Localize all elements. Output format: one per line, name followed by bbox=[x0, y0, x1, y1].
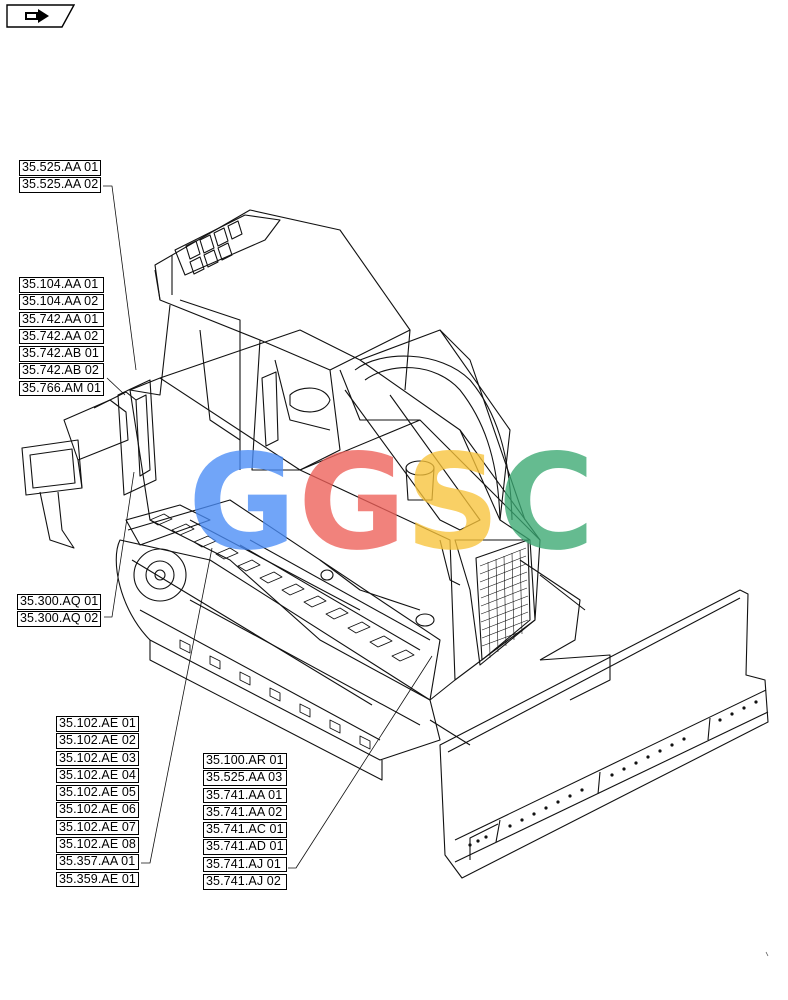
callout-label[interactable]: 35.102.AE 04 bbox=[56, 767, 139, 784]
callout-label[interactable]: 35.102.AE 05 bbox=[56, 785, 139, 801]
callout-label[interactable]: 35.741.AD 01 bbox=[203, 839, 287, 855]
callout-label[interactable]: 35.741.AJ 01 bbox=[203, 856, 287, 873]
arrow-right-icon bbox=[25, 9, 49, 23]
callout-label[interactable]: 35.357.AA 01 bbox=[56, 854, 139, 870]
callout-label[interactable]: 35.104.AA 01 bbox=[19, 277, 105, 293]
callout-label[interactable]: 35.100.AR 01 bbox=[203, 753, 287, 769]
corner-mark bbox=[765, 951, 769, 957]
track-assembly bbox=[115, 499, 586, 781]
callout-label[interactable]: 35.102.AE 01 bbox=[56, 716, 139, 732]
rops-frame bbox=[344, 355, 513, 586]
callout-label[interactable]: 35.525.AA 01 bbox=[19, 160, 102, 176]
callout-label[interactable]: 35.300.AQ 01 bbox=[17, 594, 102, 610]
ripper-assembly bbox=[21, 391, 137, 549]
callout-label[interactable]: 35.742.AA 02 bbox=[19, 328, 105, 345]
callout-label[interactable]: 35.742.AA 01 bbox=[19, 311, 105, 328]
callout-leader-lines bbox=[103, 185, 433, 869]
callout-label[interactable]: 35.102.AE 03 bbox=[56, 750, 139, 767]
watermark-letter: G bbox=[298, 426, 406, 580]
callout-label[interactable]: 35.742.AB 02 bbox=[19, 363, 105, 379]
callout-label[interactable]: 35.741.AC 01 bbox=[203, 822, 287, 838]
callout-label[interactable]: 35.742.AB 01 bbox=[19, 346, 105, 362]
callout-label[interactable]: 35.525.AA 03 bbox=[203, 770, 287, 786]
watermark-letter: G bbox=[188, 426, 296, 580]
callout-label[interactable]: 35.525.AA 02 bbox=[19, 177, 102, 193]
callout-label[interactable]: 35.102.AE 06 bbox=[56, 802, 139, 818]
callout-label[interactable]: 35.104.AA 02 bbox=[19, 294, 105, 310]
callout-label[interactable]: 35.359.AE 01 bbox=[56, 871, 139, 888]
callout-label[interactable]: 35.102.AE 07 bbox=[56, 819, 139, 836]
callout-label[interactable]: 35.102.AE 08 bbox=[56, 837, 139, 853]
watermark-letter: S bbox=[405, 426, 500, 580]
operator-cab bbox=[129, 209, 420, 471]
callout-label[interactable]: 35.741.AA 01 bbox=[203, 787, 287, 804]
engine-grille bbox=[479, 547, 529, 659]
watermark: G G S C bbox=[188, 426, 595, 580]
callout-label[interactable]: 35.741.AA 02 bbox=[203, 804, 287, 821]
callout-label[interactable]: 35.300.AQ 02 bbox=[17, 611, 102, 627]
dozer-blade bbox=[429, 589, 769, 879]
callout-label[interactable]: 35.766.AM 01 bbox=[19, 380, 105, 397]
callout-label[interactable]: 35.741.AJ 02 bbox=[203, 874, 287, 890]
callout-label[interactable]: 35.102.AE 02 bbox=[56, 733, 139, 749]
nav-badge[interactable] bbox=[5, 3, 75, 29]
blade-bolts[interactable] bbox=[468, 700, 758, 847]
watermark-letter: C bbox=[498, 426, 595, 580]
